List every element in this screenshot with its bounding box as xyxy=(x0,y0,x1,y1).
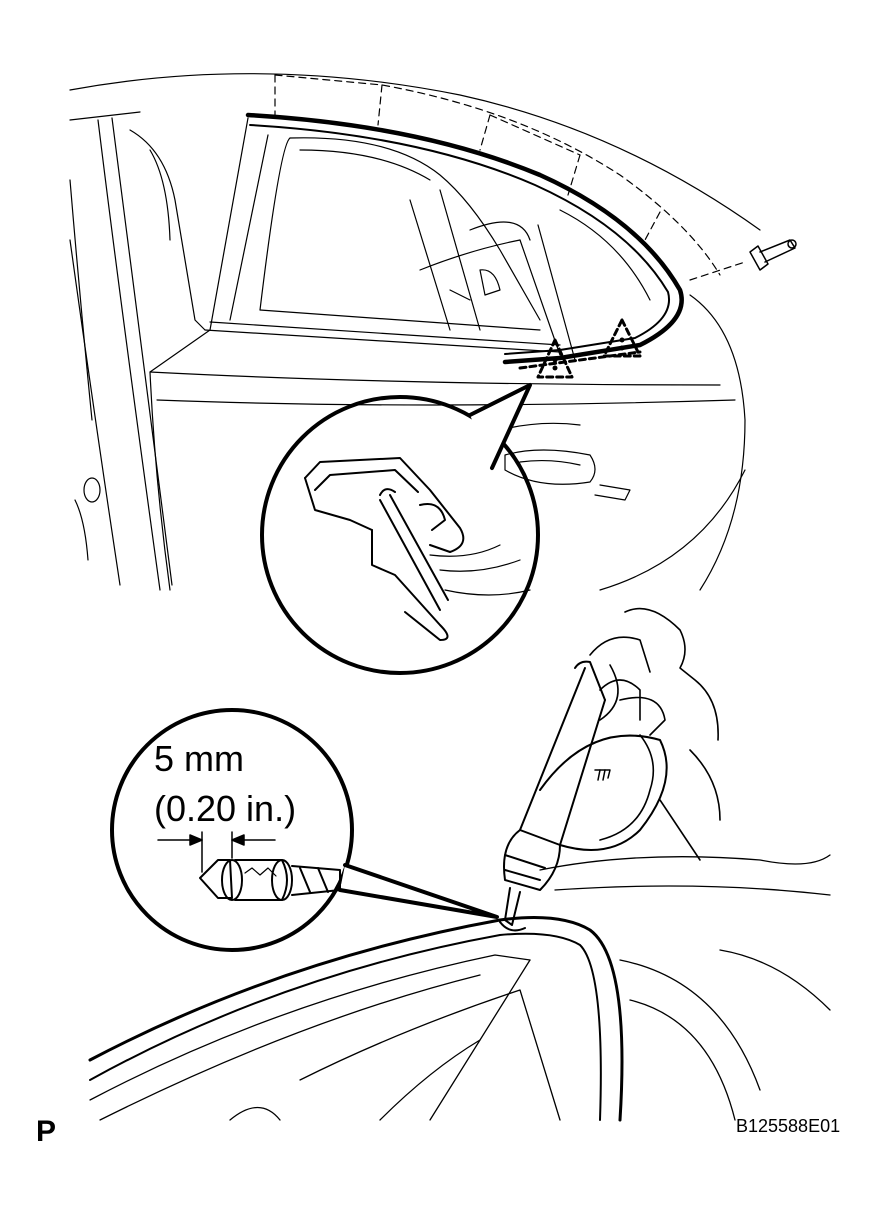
drill-icon xyxy=(503,660,668,891)
hand-icon xyxy=(589,607,721,861)
car-body-upper xyxy=(69,73,761,591)
corner-letter: P xyxy=(36,1115,57,1148)
dimension-value-inch: (0.20 in.) xyxy=(154,788,297,829)
clip-detail-callout xyxy=(260,383,540,675)
clip-position-marks xyxy=(518,318,642,379)
dimension-arrows xyxy=(157,831,276,873)
stopper-bit-icon xyxy=(199,859,341,901)
drill-bit-icon xyxy=(499,887,526,932)
rivet-icon xyxy=(749,239,797,271)
figure-code: B125588E01 xyxy=(736,1116,841,1136)
clip-icon xyxy=(304,457,531,641)
dimension-value-mm: 5 mm xyxy=(154,738,244,779)
removed-part-outline xyxy=(274,74,746,281)
window-frame-moulding xyxy=(245,112,684,365)
drill-bit-detail-callout xyxy=(110,708,499,952)
clip-mark-dots xyxy=(552,337,625,371)
car-roof-lower xyxy=(88,854,831,1122)
